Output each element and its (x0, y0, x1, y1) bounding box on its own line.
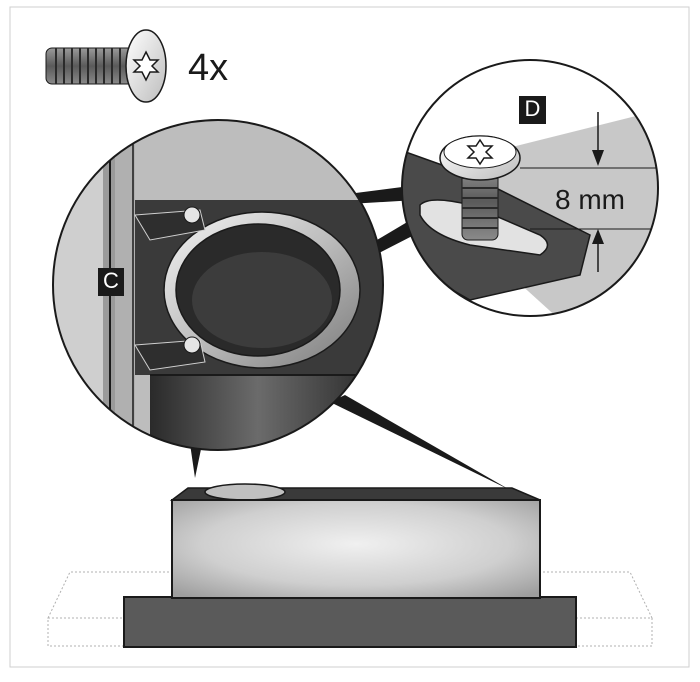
screw-count: 4x (188, 47, 229, 89)
detail-d-outline (401, 59, 659, 317)
callout-label-c: C (98, 268, 124, 296)
dimension-label: 8 mm (555, 184, 625, 215)
callout-label-d: D (519, 96, 546, 124)
page-border (9, 6, 690, 668)
hood-box (47, 483, 653, 648)
detail-c-outline (52, 119, 384, 451)
leader-to-box-right (330, 395, 510, 490)
screw-icon (45, 29, 167, 103)
